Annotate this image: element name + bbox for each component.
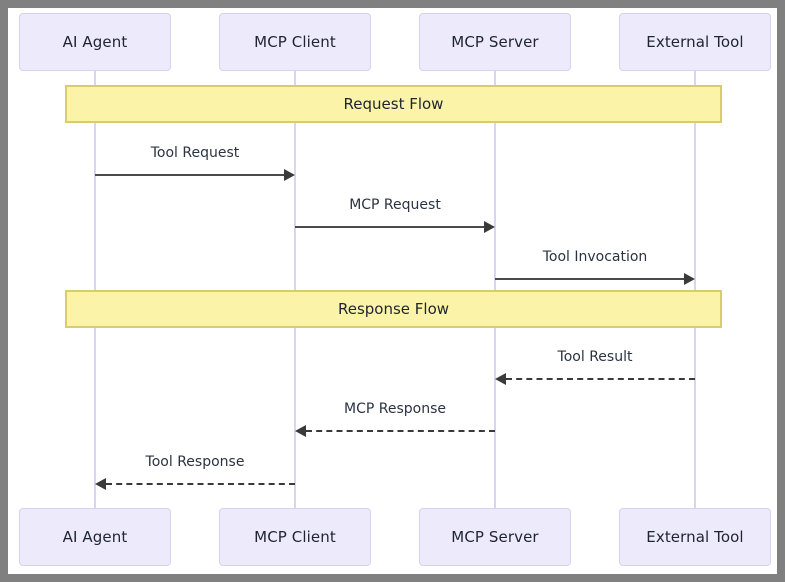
participant-top-external-tool[interactable]: External Tool [619, 13, 771, 71]
message-label-tool-result: Tool Result [557, 349, 633, 365]
message-label-mcp-request: MCP Request [349, 197, 441, 213]
lifeline-mcp-server [494, 71, 496, 508]
participant-bottom-mcp-client[interactable]: MCP Client [219, 508, 371, 566]
participant-label: MCP Server [451, 32, 539, 51]
message-label-tool-invocation: Tool Invocation [542, 249, 648, 265]
participant-top-ai-agent[interactable]: AI Agent [19, 13, 171, 71]
message-line-tool-response [106, 483, 295, 485]
participant-label: AI Agent [62, 527, 128, 546]
message-arrowhead-tool-response [95, 478, 106, 490]
participant-label: AI Agent [62, 32, 128, 51]
message-label-mcp-response: MCP Response [344, 401, 446, 417]
message-arrowhead-mcp-request [484, 221, 495, 233]
message-label-tool-request: Tool Request [150, 145, 240, 161]
participant-label: External Tool [646, 527, 744, 546]
section-banner-label: Response Flow [337, 299, 450, 318]
message-arrowhead-tool-request [284, 169, 295, 181]
participant-bottom-ai-agent[interactable]: AI Agent [19, 508, 171, 566]
message-line-mcp-request [295, 226, 484, 228]
participant-top-mcp-server[interactable]: MCP Server [419, 13, 571, 71]
message-arrowhead-tool-invocation [684, 273, 695, 285]
message-label-tool-response: Tool Response [145, 454, 245, 470]
message-line-mcp-response [306, 430, 495, 432]
message-arrowhead-tool-result [495, 373, 506, 385]
section-banner-request-flow[interactable]: Request Flow [65, 85, 722, 123]
lifeline-ai-agent [94, 71, 96, 508]
participant-label: MCP Client [254, 32, 336, 51]
message-line-tool-request [95, 174, 284, 176]
section-banner-label: Request Flow [343, 94, 444, 113]
message-arrowhead-mcp-response [295, 425, 306, 437]
participant-bottom-mcp-server[interactable]: MCP Server [419, 508, 571, 566]
participant-top-mcp-client[interactable]: MCP Client [219, 13, 371, 71]
participant-label: External Tool [646, 32, 744, 51]
message-line-tool-result [506, 378, 695, 380]
participant-bottom-external-tool[interactable]: External Tool [619, 508, 771, 566]
section-banner-response-flow[interactable]: Response Flow [65, 290, 722, 328]
message-line-tool-invocation [495, 278, 684, 280]
lifeline-external-tool [694, 71, 696, 508]
participant-label: MCP Client [254, 527, 336, 546]
lifeline-mcp-client [294, 71, 296, 508]
participant-label: MCP Server [451, 527, 539, 546]
